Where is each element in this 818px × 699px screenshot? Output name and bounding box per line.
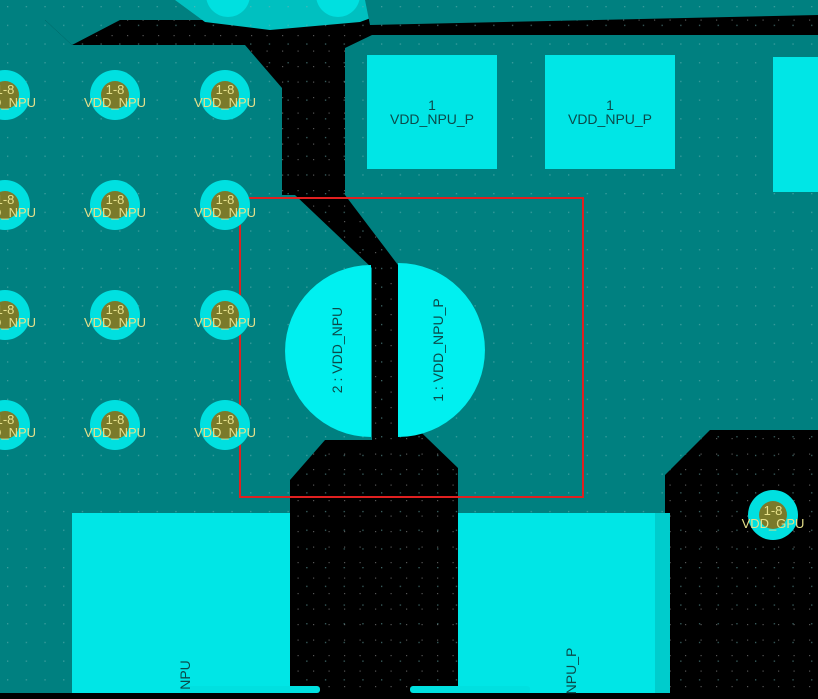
bottom-pad-right-edge	[655, 513, 670, 693]
via-vdd-gpu-drill	[759, 501, 787, 529]
top-pad-3-partial[interactable]	[773, 57, 818, 192]
selection-highlight-box	[239, 197, 584, 498]
bottom-pad-sliver-left	[180, 686, 320, 693]
via-vdd-npu-drill	[0, 81, 19, 109]
via-vdd-npu-drill	[0, 301, 19, 329]
via-vdd-npu-drill	[101, 81, 129, 109]
via-top-2	[316, 0, 360, 17]
via-vdd-npu-drill	[211, 301, 239, 329]
top-pad-1[interactable]	[367, 55, 497, 169]
jumper-pad-right-half[interactable]	[398, 263, 485, 437]
via-vdd-npu-drill	[211, 191, 239, 219]
bottom-pad-right[interactable]	[458, 513, 670, 693]
via-vdd-npu-drill	[211, 411, 239, 439]
bottom-pad-left[interactable]	[72, 513, 290, 693]
via-vdd-npu-drill	[211, 81, 239, 109]
via-vdd-npu-drill	[101, 301, 129, 329]
via-vdd-npu-drill	[0, 411, 19, 439]
via-vdd-npu-drill	[101, 191, 129, 219]
via-vdd-npu-drill	[0, 191, 19, 219]
bottom-pad-sliver-right	[410, 686, 530, 693]
via-vdd-npu-drill	[101, 411, 129, 439]
jumper-pad-left-half[interactable]	[285, 265, 371, 437]
via-grid-vdd-npu	[0, 70, 250, 450]
via-top-1	[206, 0, 250, 17]
top-pad-2[interactable]	[545, 55, 675, 169]
